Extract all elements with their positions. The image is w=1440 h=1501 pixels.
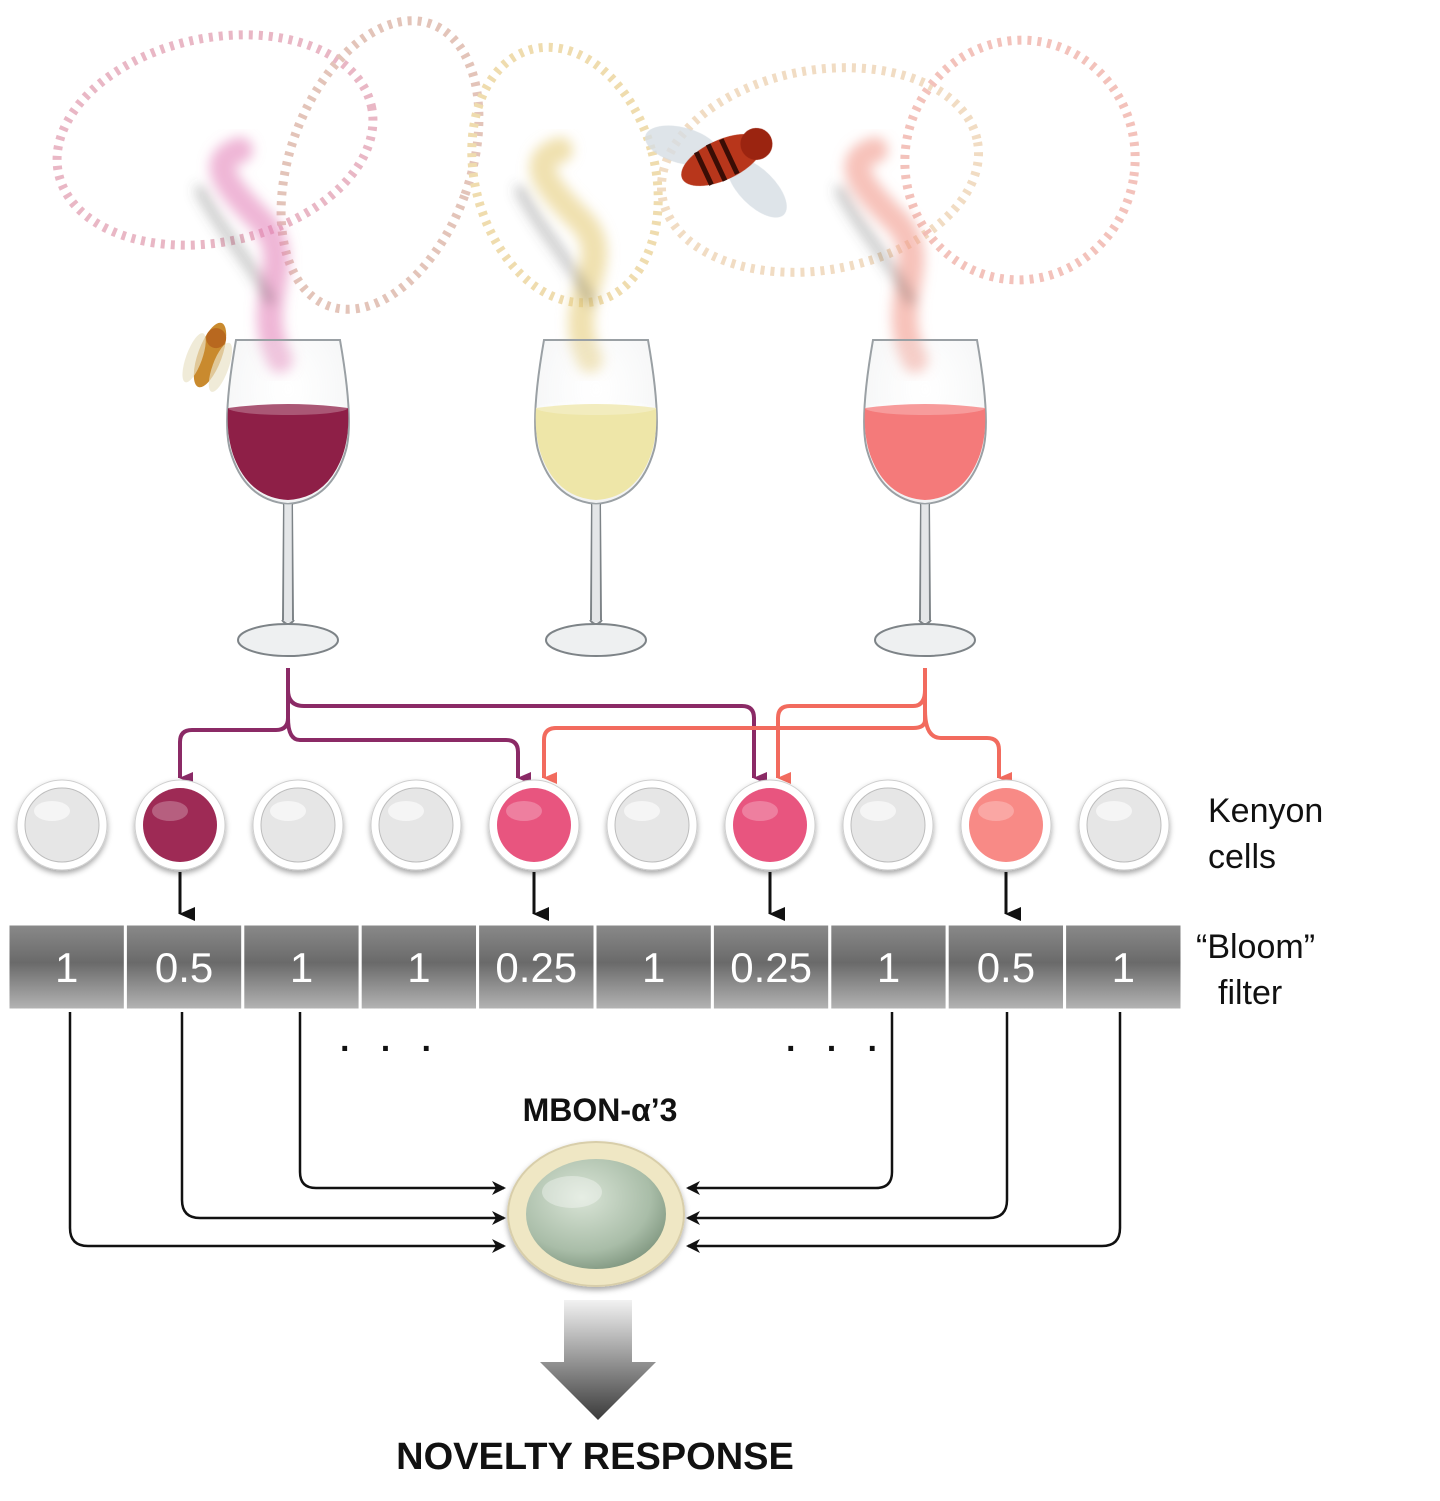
kenyon-label-line1: Kenyon (1208, 792, 1324, 830)
filter-cell-6: 1 (593, 922, 714, 1012)
output-arrow (540, 1300, 656, 1420)
filter-cell-2: 0.5 (123, 922, 245, 1012)
filter-cell-5: 0.25 (476, 922, 597, 1012)
red-wine-glass (226, 339, 350, 657)
kenyon-cell-6 (606, 779, 698, 871)
kenyon-cell-10 (1078, 779, 1170, 871)
input-paths (178, 668, 1012, 784)
red-path-to-cell-2 (178, 668, 290, 784)
filter-value-9: 0.5 (977, 944, 1035, 991)
rose-wine-liquid (864, 404, 986, 500)
filter-cell-7: 0.25 (710, 922, 832, 1012)
path-filter-10 (686, 1012, 1122, 1253)
cell-to-filter-arrows (178, 872, 1021, 921)
kenyon-cells-label: Kenyon cells (1208, 788, 1323, 880)
filter-cell-9: 0.5 (945, 922, 1067, 1012)
filter-cell-3: 1 (241, 922, 362, 1012)
filter-cell-4: 1 (358, 922, 480, 1012)
output-paths (68, 1012, 1122, 1253)
mbon-neuron (507, 1141, 685, 1287)
filter-cell-10: 1 (1063, 922, 1184, 1012)
filter-value-2: 0.5 (155, 944, 213, 991)
filter-value-7: 0.25 (730, 944, 812, 991)
ellipsis-left: · · · (340, 1030, 443, 1068)
filter-cell-8: 1 (828, 922, 949, 1012)
filter-value-3: 1 (290, 944, 313, 991)
red-path-to-cell-5 (286, 717, 531, 784)
filter-value-1: 1 (55, 944, 78, 991)
filter-value-5: 0.25 (495, 944, 577, 991)
fly-on-glass-icon (182, 322, 233, 392)
path-filter-3 (298, 1012, 506, 1195)
kenyon-cell-1 (16, 779, 108, 871)
filter-cell-1: 1 (6, 922, 127, 1012)
filter-value-6: 1 (642, 944, 665, 991)
flying-fly-icon (645, 125, 787, 218)
rose-path-to-cell-5 (542, 668, 927, 784)
white-wine-glass (534, 339, 658, 657)
wine-glasses (226, 339, 987, 657)
odor-loops (52, 16, 1140, 314)
rose-wine-glass (863, 339, 987, 657)
path-filter-9 (686, 1012, 1009, 1225)
rose-path-to-cell-7 (776, 689, 927, 784)
kenyon-cell-5 (488, 779, 580, 871)
kenyon-cell-3 (252, 779, 344, 871)
ellipsis-right: · · · (786, 1030, 889, 1068)
kenyon-cell-8 (842, 779, 934, 871)
bloom-label-line2: filter (1218, 974, 1283, 1012)
bloom-filter-label: “Bloom” filter (1196, 924, 1315, 1016)
filter-value-4: 1 (407, 944, 430, 991)
kenyon-cells (16, 779, 1170, 871)
white-wine-liquid (535, 404, 657, 500)
bloom-filter: 1 0.5 1 1 0.25 1 0.25 1 0.5 1 (6, 922, 1184, 1012)
bloom-label-line1: “Bloom” (1196, 928, 1316, 966)
kenyon-cell-2 (134, 779, 226, 871)
path-filter-2 (180, 1012, 506, 1225)
red-wine-liquid (227, 404, 349, 500)
filter-value-10: 1 (1112, 944, 1135, 991)
kenyon-cell-4 (370, 779, 462, 871)
path-filter-8 (686, 1012, 894, 1195)
mbon-label: MBON-α’3 (522, 1092, 678, 1128)
red-path-to-cell-7 (286, 689, 767, 784)
kenyon-label-line2: cells (1208, 838, 1277, 876)
rose-path-to-cell-9 (923, 709, 1012, 784)
smoke-plumes (195, 137, 928, 373)
path-filter-1 (68, 1012, 506, 1253)
kenyon-cell-7 (724, 779, 816, 871)
novelty-response-label: NOVELTY RESPONSE (396, 1436, 794, 1478)
kenyon-cell-9 (960, 779, 1052, 871)
filter-value-8: 1 (877, 944, 900, 991)
